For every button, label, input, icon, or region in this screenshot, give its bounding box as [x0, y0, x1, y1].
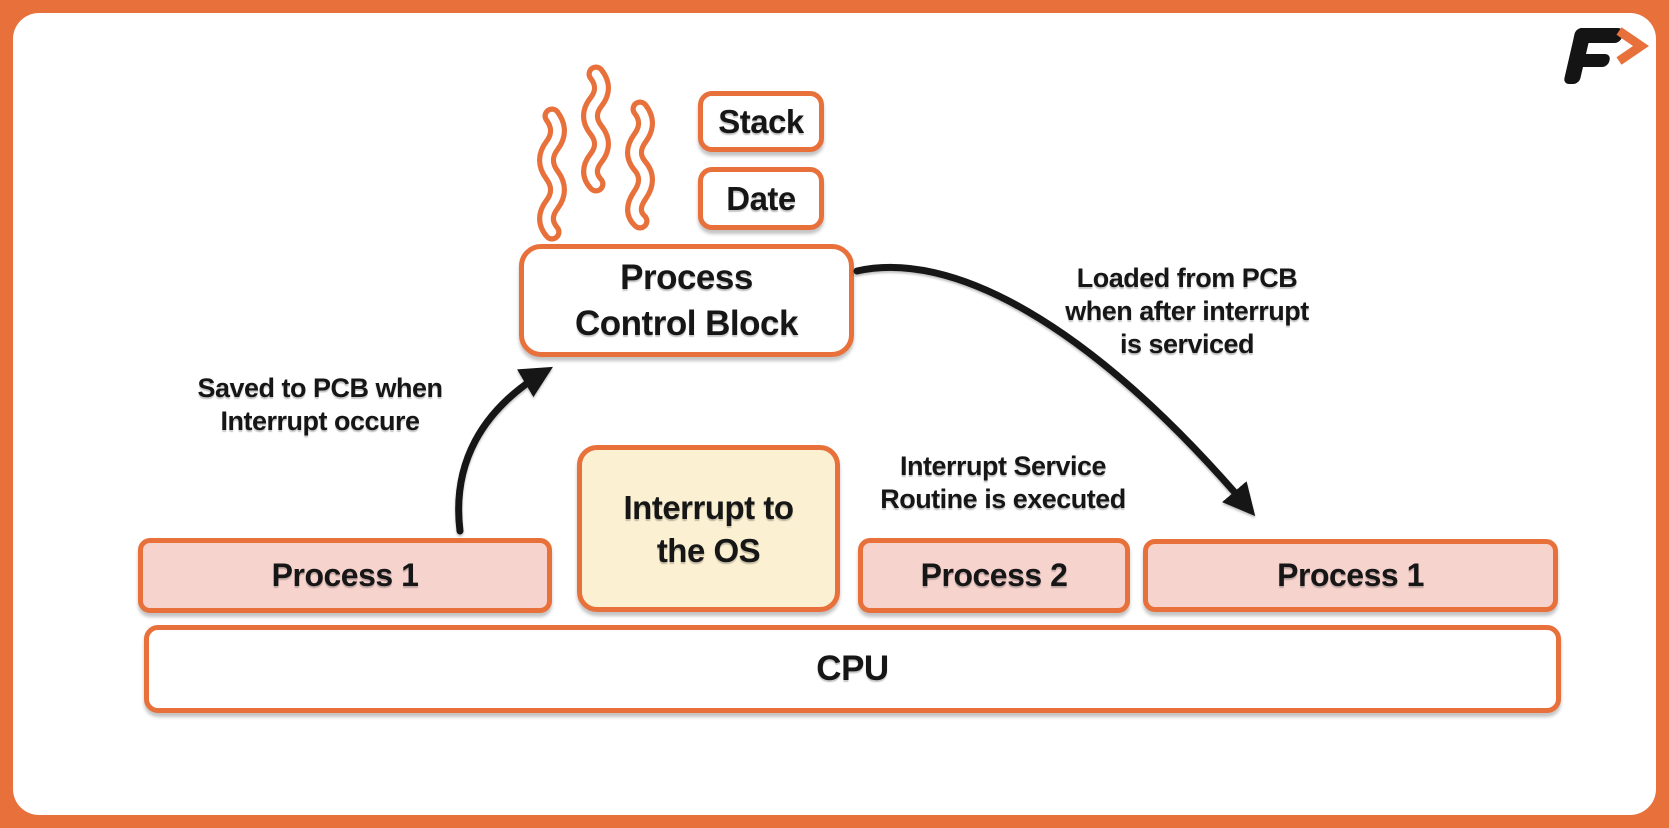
stack-label: Stack: [718, 102, 804, 140]
date-label: Date: [726, 179, 796, 217]
cpu-label: CPU: [816, 649, 889, 688]
cpu-box: CPU: [144, 625, 1561, 713]
interrupt-to-os-label: Interrupt to the OS: [623, 488, 794, 569]
process1-right-label: Process 1: [1277, 557, 1424, 593]
process1-left-label: Process 1: [271, 557, 419, 593]
process2-label: Process 2: [920, 557, 1068, 593]
interrupt-to-os-box: Interrupt to the OS: [577, 445, 840, 612]
date-box: Date: [698, 167, 824, 230]
stack-box: Stack: [698, 91, 824, 152]
process1-right-box: Process 1: [1143, 539, 1558, 612]
process1-left-box: Process 1: [138, 538, 552, 613]
annotation-saved-to-pcb: Saved to PCB when Interrupt occure: [197, 373, 443, 436]
process2-box: Process 2: [858, 538, 1130, 613]
process-control-block-box: Process Control Block: [519, 244, 854, 357]
annotation-interrupt-service-routine: Interrupt Service Routine is executed: [880, 451, 1126, 514]
annotation-loaded-from-pcb: Loaded from PCB when after interrupt is …: [1065, 263, 1309, 359]
process-control-block-label: Process Control Block: [575, 257, 798, 343]
